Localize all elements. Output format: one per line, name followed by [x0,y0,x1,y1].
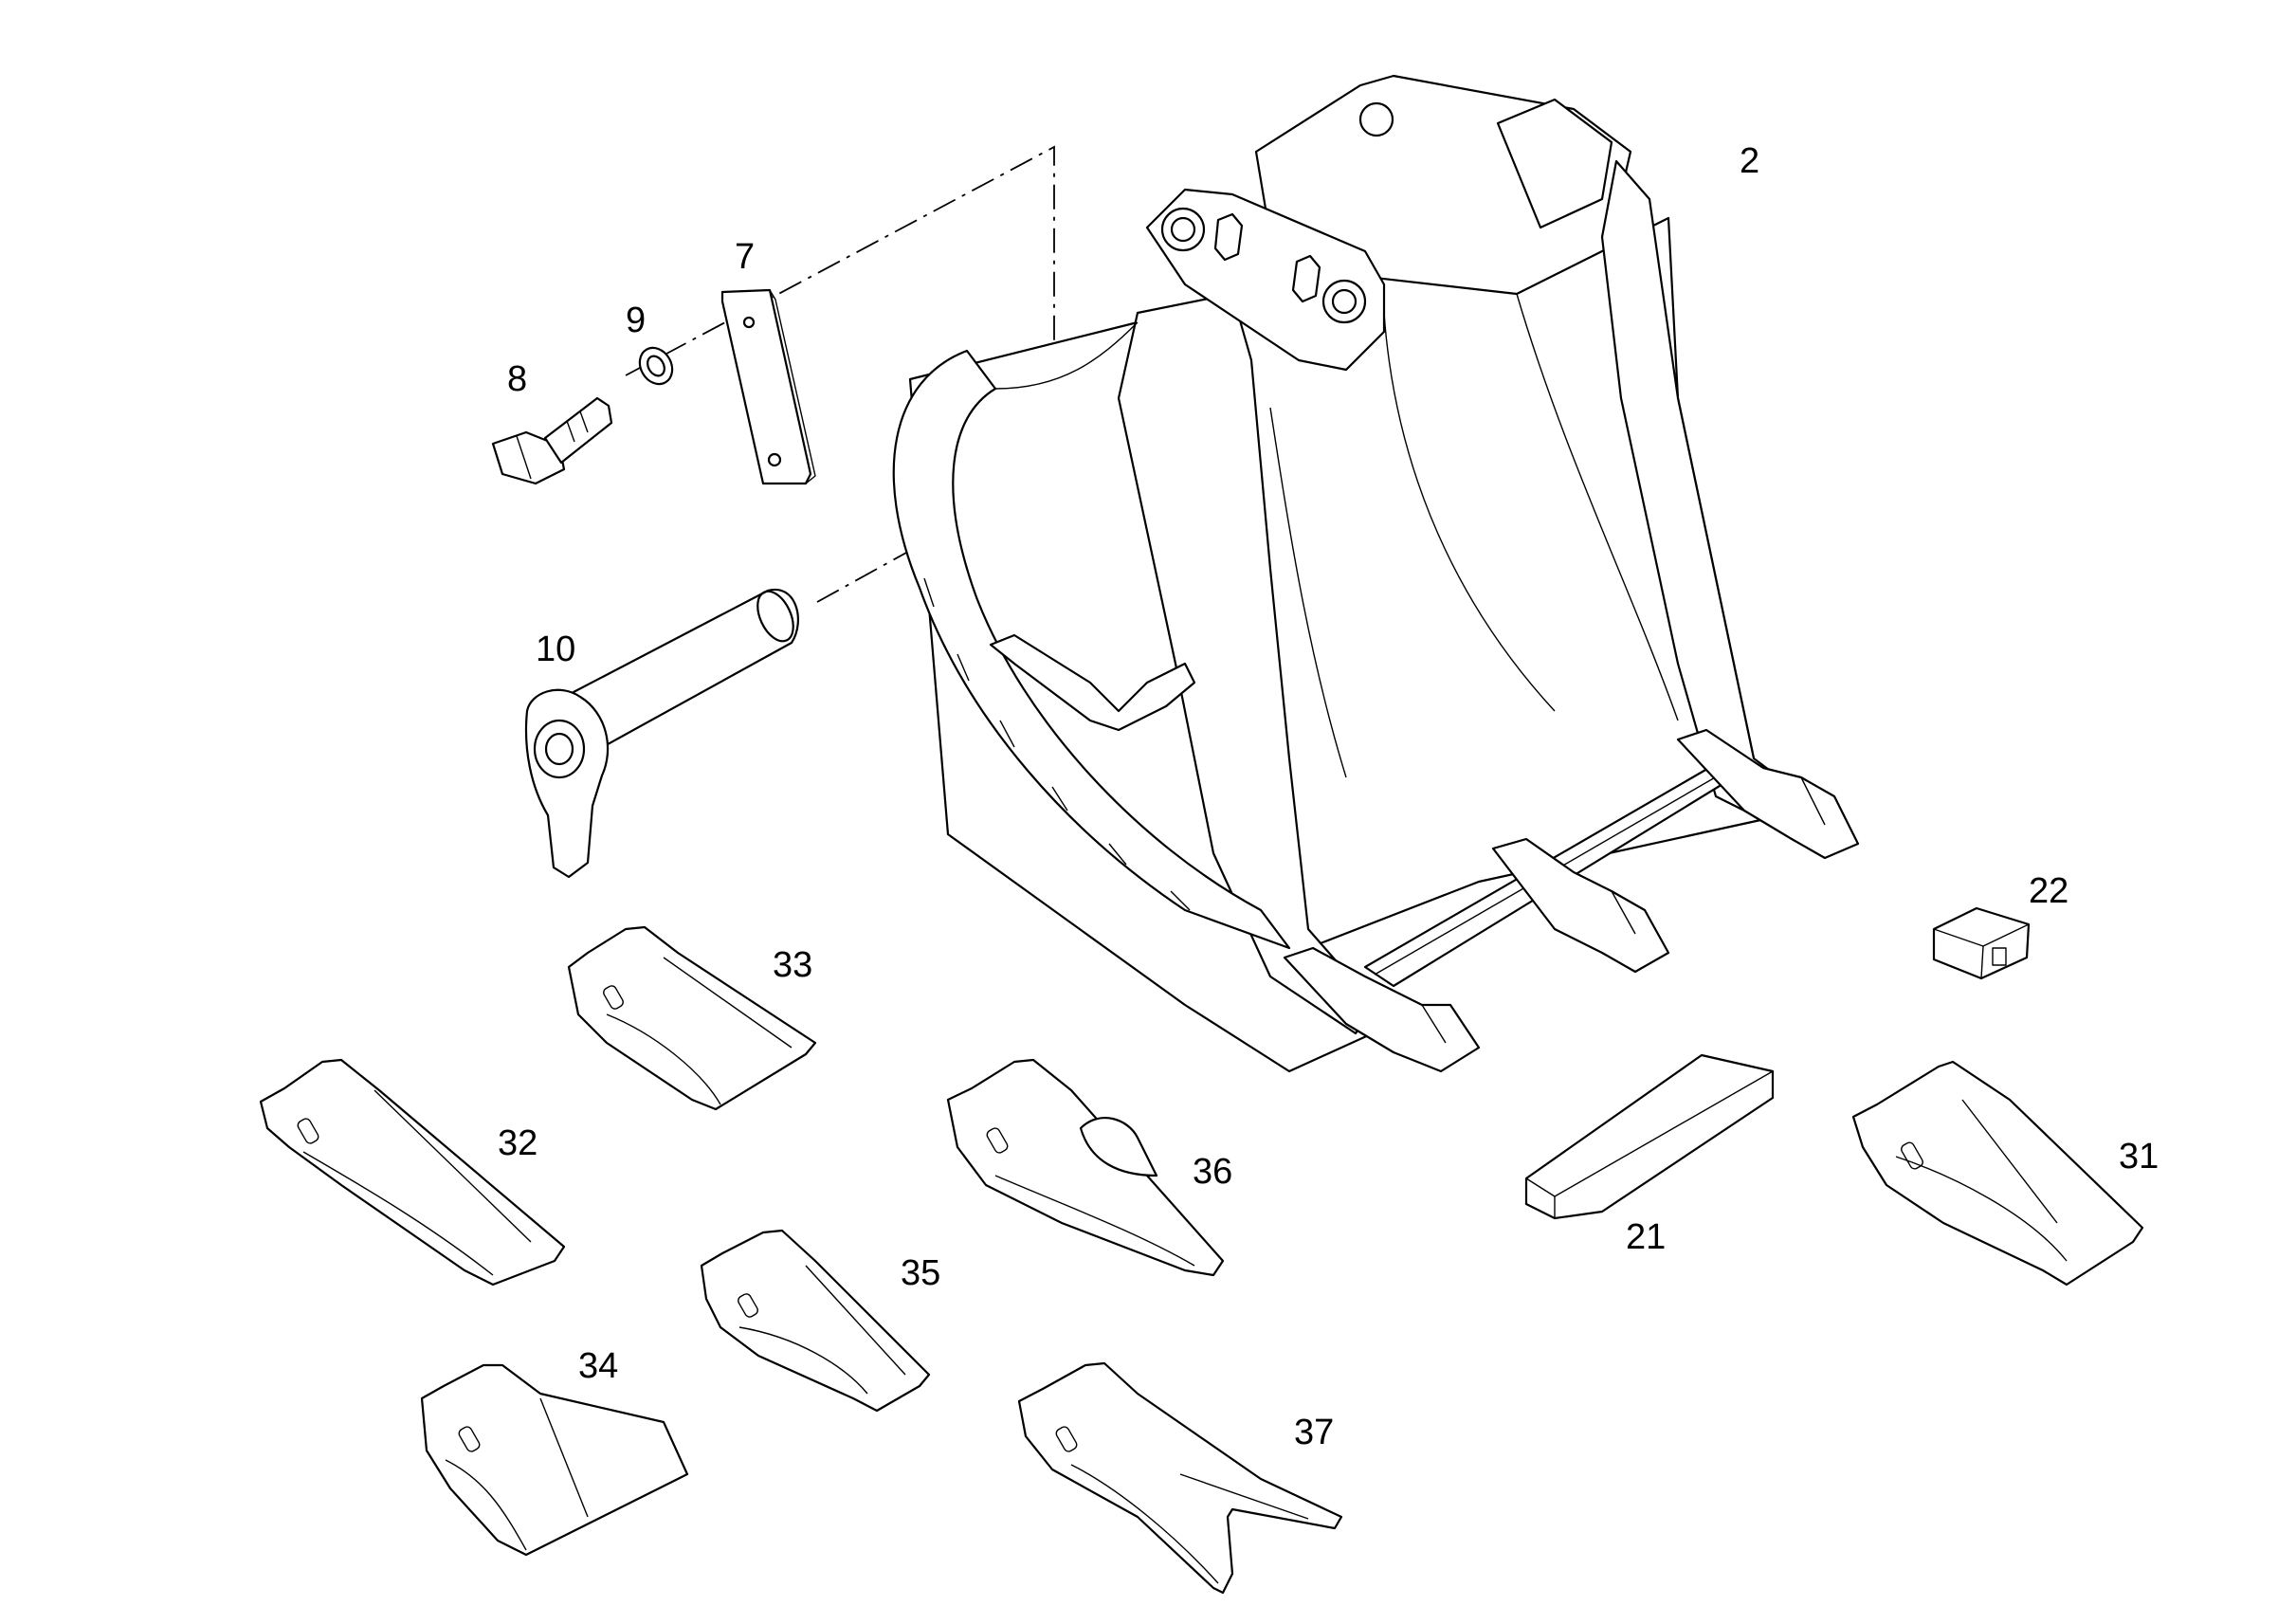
callout-22: 22 [2029,871,2068,911]
callout-8: 8 [507,359,527,399]
plate-part-7 [720,288,816,485]
pin-part-10 [524,588,799,879]
callout-21: 21 [1626,1217,1666,1257]
tooth-part-32 [259,1058,566,1286]
tooth-part-31 [1851,1060,2144,1286]
tooth-part-34 [420,1363,689,1557]
callout-2: 2 [1740,141,1759,181]
tooth-part-33 [567,925,817,1111]
callout-34: 34 [578,1346,618,1386]
callout-31: 31 [2119,1137,2159,1177]
tooth-part-37 [1017,1361,1343,1595]
tooth-part-35 [700,1229,931,1413]
callout-10: 10 [536,630,575,669]
callout-35: 35 [901,1253,940,1293]
callout-7: 7 [735,237,755,277]
callout-9: 9 [626,301,646,340]
callout-32: 32 [498,1123,538,1163]
edge-segment-part-21 [1524,1053,1775,1220]
callout-labels: 2 7 8 9 10 21 22 31 32 33 34 35 36 37 [498,141,2159,1452]
tooth-part-36 [946,1058,1225,1277]
lock-block-part-22 [1932,906,2031,980]
callout-37: 37 [1294,1413,1334,1452]
washer-part-9 [638,346,674,386]
bucket-part-2 [892,74,1860,1073]
bolt-part-8 [491,396,613,485]
callout-36: 36 [1193,1152,1232,1192]
callout-33: 33 [773,945,812,985]
